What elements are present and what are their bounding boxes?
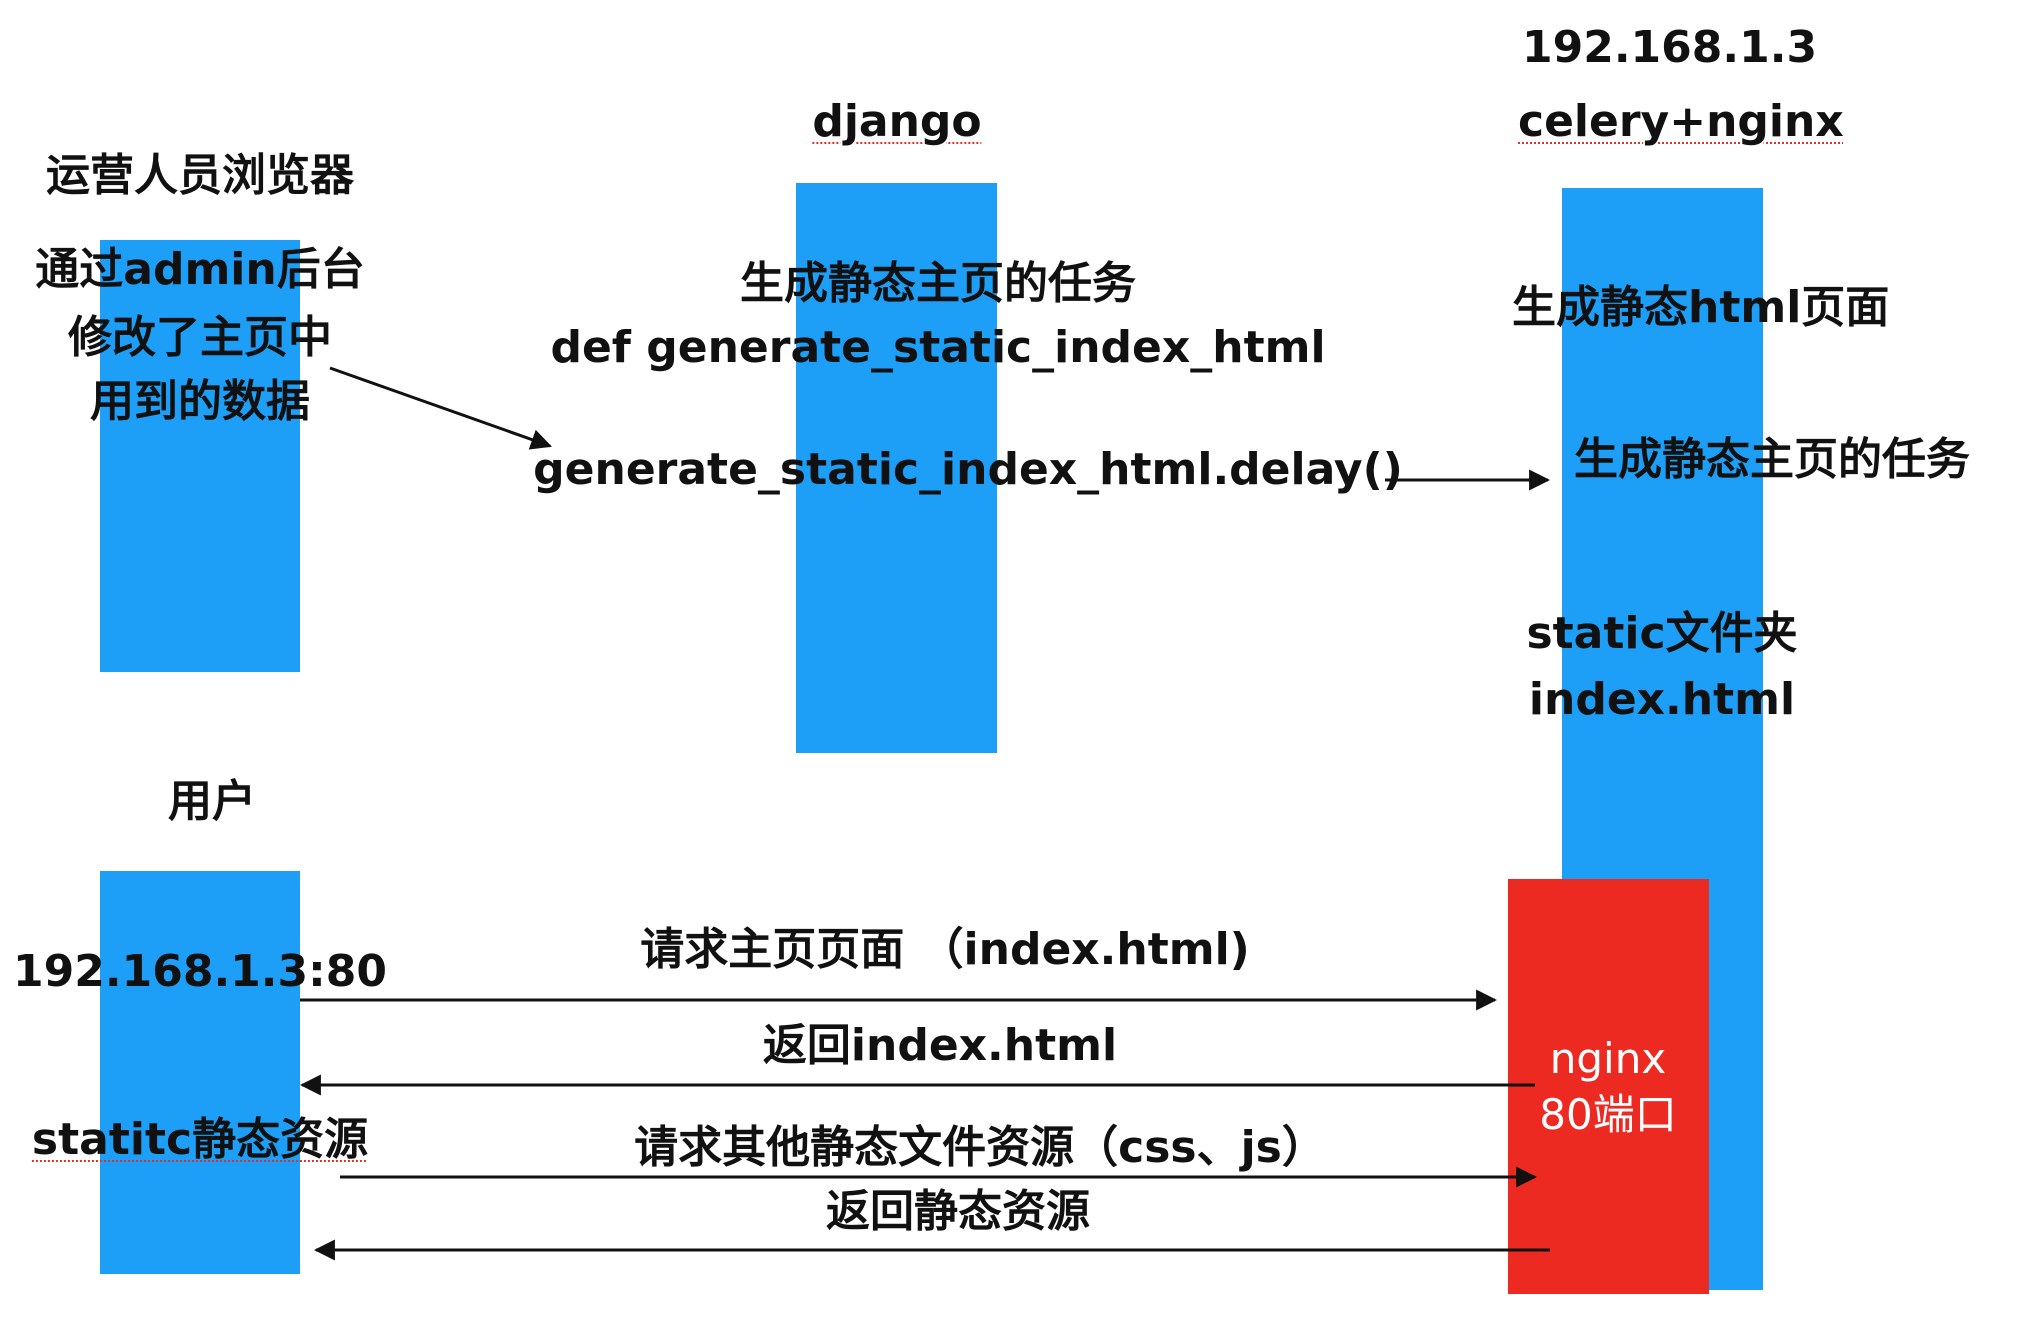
django-text-delay: generate_static_index_html.delay() [533,444,1403,495]
user-text-static-label: statitc静态资源 [31,1114,369,1165]
operator-lifeline [100,240,300,672]
server-text-task: 生成静态主页的任务 [1574,434,1970,485]
operator-text-admin: 通过admin后台 [35,244,365,295]
nginx-port: 80端口 [1539,1090,1677,1139]
user-text-ip-port: 192.168.1.3:80 [13,946,387,997]
operator-label: 运营人员浏览器 [46,150,354,201]
edit-to-django-arrow [329,366,552,450]
flow-return-index-label: 返回index.html [762,1020,1118,1071]
operator-text-modified: 修改了主页中 [68,312,332,363]
nginx-label: nginx [1549,1034,1667,1083]
user-lifeline [100,871,300,1274]
user-label: 用户 [168,776,256,827]
server-text-generate-html: 生成静态html页面 [1512,282,1890,333]
server-label: celery+nginx [1518,96,1844,147]
server-text-index: index.html [1528,674,1796,725]
flow-request-index-label: 请求主页页面 （index.html) [640,924,1250,975]
nginx-box [1508,879,1709,1294]
operator-text-data: 用到的数据 [90,376,310,427]
flow-request-static-label: 请求其他静态文件资源（css、js） [634,1122,1326,1173]
django-text-def: def generate_static_index_html [550,322,1326,373]
django-label: django [812,96,982,147]
flow-return-static-label: 返回静态资源 [826,1186,1090,1237]
server-text-static-folder: static文件夹 [1526,608,1798,659]
django-text-task: 生成静态主页的任务 [740,258,1136,309]
server-ip: 192.168.1.3 [1522,22,1818,73]
user-text-static: statitc静态资源 [32,1118,368,1162]
django-lifeline [796,183,997,753]
